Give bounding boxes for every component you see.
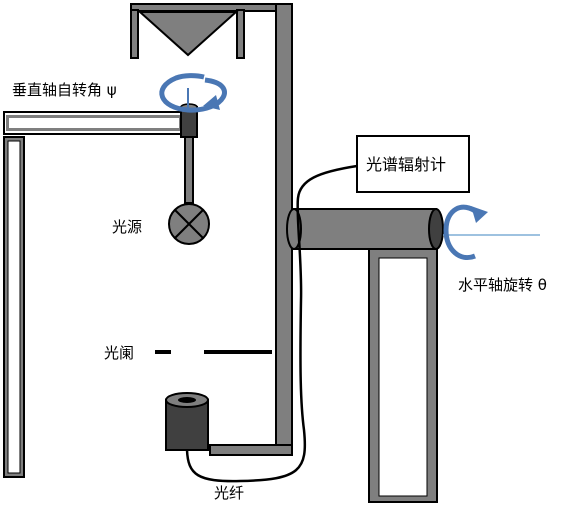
label-light-source: 光源 <box>112 218 142 236</box>
left-support-post-hollow <box>7 140 21 474</box>
fiber-detector-opening <box>178 397 196 403</box>
light-source-rod <box>184 136 194 204</box>
bottom-platform <box>209 444 293 456</box>
label-aperture: 光阑 <box>104 344 134 362</box>
label-spectroradiometer: 光谱辐射计 <box>366 155 446 174</box>
top-frame-bar <box>130 3 292 12</box>
hood-left-post <box>130 9 139 59</box>
horizontal-rotation-arrow <box>443 204 480 260</box>
label-fiber: 光纤 <box>214 484 244 502</box>
horizontal-rotation-arrowhead <box>471 206 488 223</box>
horizontal-axis-cylinder <box>293 208 437 250</box>
hood-right-post <box>236 9 245 59</box>
hood-funnel <box>137 11 239 57</box>
vertical-rotation-arrow <box>159 73 227 113</box>
optical-fiber <box>185 164 358 483</box>
spectroradiometer-box <box>356 135 470 193</box>
fiber-detector <box>165 399 209 451</box>
horizontal-cylinder-right-end <box>428 208 444 250</box>
vertical-rotation-arrowhead <box>203 95 220 110</box>
right-pedestal-hollow <box>378 257 428 497</box>
label-vertical-axis: 垂直轴自转角 ψ <box>12 81 117 99</box>
lamp-cross-2 <box>174 209 204 239</box>
label-horizontal-axis: 水平轴旋转 θ <box>458 276 547 294</box>
left-support-arm-hollow <box>9 118 179 128</box>
